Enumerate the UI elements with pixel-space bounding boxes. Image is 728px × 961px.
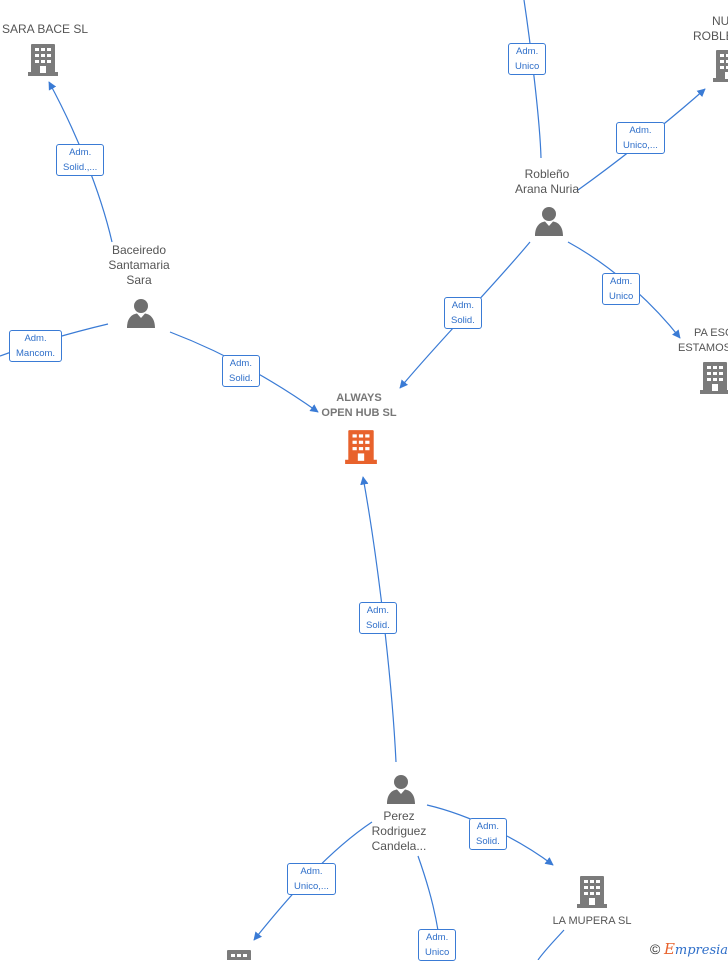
pa-esc-building-icon: [700, 362, 728, 394]
node-pa-esc[interactable]: PA ESC ESTAMOS: [678, 327, 728, 354]
node-sara-bace[interactable]: SARA BACE SL: [2, 22, 89, 36]
copyright-symbol: ©: [650, 941, 661, 957]
sara-bace-building-icon: [28, 44, 58, 76]
edge-label-baceiredo-to-sara[interactable]: Adm. Solid.,...: [56, 144, 105, 176]
brand-letter: E: [663, 940, 675, 958]
edge-label-robleno-to-always[interactable]: Adm. Solid.: [444, 297, 482, 329]
brand-name: mpresia: [674, 943, 728, 958]
edge-label-robleno-to-nu[interactable]: Adm. Unico,...: [616, 122, 665, 154]
edge-top-to-robleno: [523, 0, 542, 159]
always-building-icon: [345, 430, 377, 464]
perez-person-icon: [387, 775, 415, 804]
edge-label-perez-to-bottom[interactable]: Adm. Unico: [418, 929, 457, 961]
edge-label-perez-to-bottom-left[interactable]: Adm. Unico,...: [287, 863, 336, 895]
edge-label-baceiredo-to-always[interactable]: Adm. Solid.: [222, 355, 260, 387]
bottom-company-building-icon: [224, 950, 254, 960]
empresia-watermark: © Empresia: [650, 940, 728, 958]
node-baceiredo[interactable]: Baceiredo Santamaria Sara: [108, 243, 170, 287]
edge-label-baceiredo-to-left[interactable]: Adm. Mancom.: [9, 330, 63, 362]
edge-label-robleno-to-pa[interactable]: Adm. Unico: [602, 273, 641, 305]
la-mupera-building-icon: [577, 876, 607, 908]
robleno-person-icon: [535, 207, 563, 236]
edge-label-perez-to-mupera[interactable]: Adm. Solid.: [469, 818, 507, 850]
nu-roble-building-icon: [713, 50, 728, 82]
node-always-open-hub[interactable]: ALWAYS OPEN HUB SL: [321, 392, 397, 419]
node-perez[interactable]: Perez Rodriguez Candela...: [371, 809, 427, 853]
node-robleno[interactable]: Robleño Arana Nuria: [514, 167, 580, 196]
edge-label-top-to-robleno[interactable]: Adm. Unico: [508, 43, 547, 75]
edge-label-perez-to-always[interactable]: Adm. Solid.: [359, 602, 397, 634]
baceiredo-person-icon: [127, 299, 155, 328]
edge-mupera-to-bottom: [537, 929, 565, 960]
node-nu-roble[interactable]: NU ROBLE: [693, 14, 728, 43]
node-la-mupera[interactable]: LA MUPERA SL: [552, 915, 632, 927]
